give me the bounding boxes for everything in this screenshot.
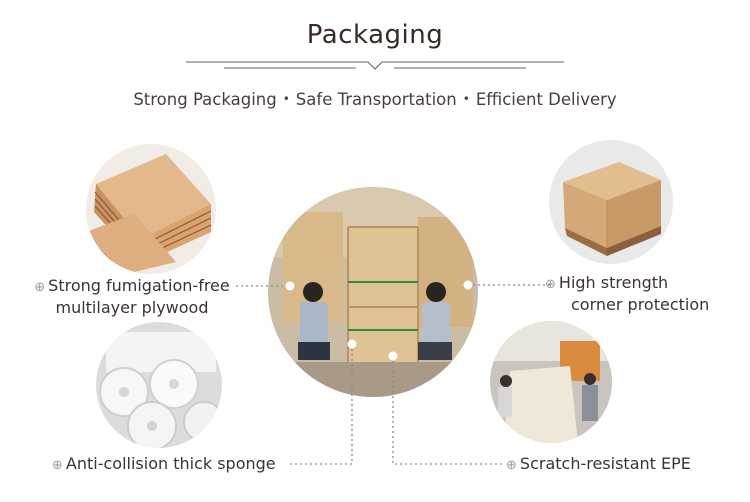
wooden-crate-image (549, 140, 673, 264)
subtitle: Strong Packaging • Safe Transportation • Eff… (0, 90, 750, 109)
title-divider (186, 61, 564, 70)
label-corner-protection: ⊕High strength corner protection (545, 273, 735, 315)
label-sponge: ⊕Anti-collision thick sponge (52, 454, 276, 476)
label-plywood: ⊕Strong fumigation-free multilayer plywo… (22, 276, 242, 318)
page-title: Packaging (306, 20, 444, 50)
subtitle-separator: • (282, 92, 290, 106)
subtitle-separator: • (462, 92, 470, 106)
subtitle-efficient-delivery: Efficient Delivery (475, 90, 617, 109)
label-sponge-text: Anti-collision thick sponge (65, 454, 276, 473)
label-epe: ⊕Scratch-resistant EPE (506, 454, 691, 476)
workers-packing-crate-image (268, 187, 478, 397)
foam-sponge-rolls-image (96, 322, 222, 448)
label-epe-text: Scratch-resistant EPE (519, 454, 691, 473)
label-plywood-line2: multilayer plywood (55, 298, 209, 317)
label-plywood-line1: Strong fumigation-free (48, 276, 230, 295)
label-corner-line2: corner protection (571, 295, 710, 314)
circle-plus-icon: ⊕ (506, 458, 517, 473)
subtitle-safe-transportation: Safe Transportation (295, 90, 457, 109)
plywood-image (86, 144, 216, 274)
subtitle-strong-packaging: Strong Packaging (133, 90, 277, 109)
circle-plus-icon: ⊕ (52, 458, 63, 473)
circle-plus-icon: ⊕ (545, 277, 556, 292)
epe-wrapping-image (490, 321, 612, 443)
circle-plus-icon: ⊕ (34, 280, 46, 295)
label-corner-line1: High strength (558, 273, 669, 292)
